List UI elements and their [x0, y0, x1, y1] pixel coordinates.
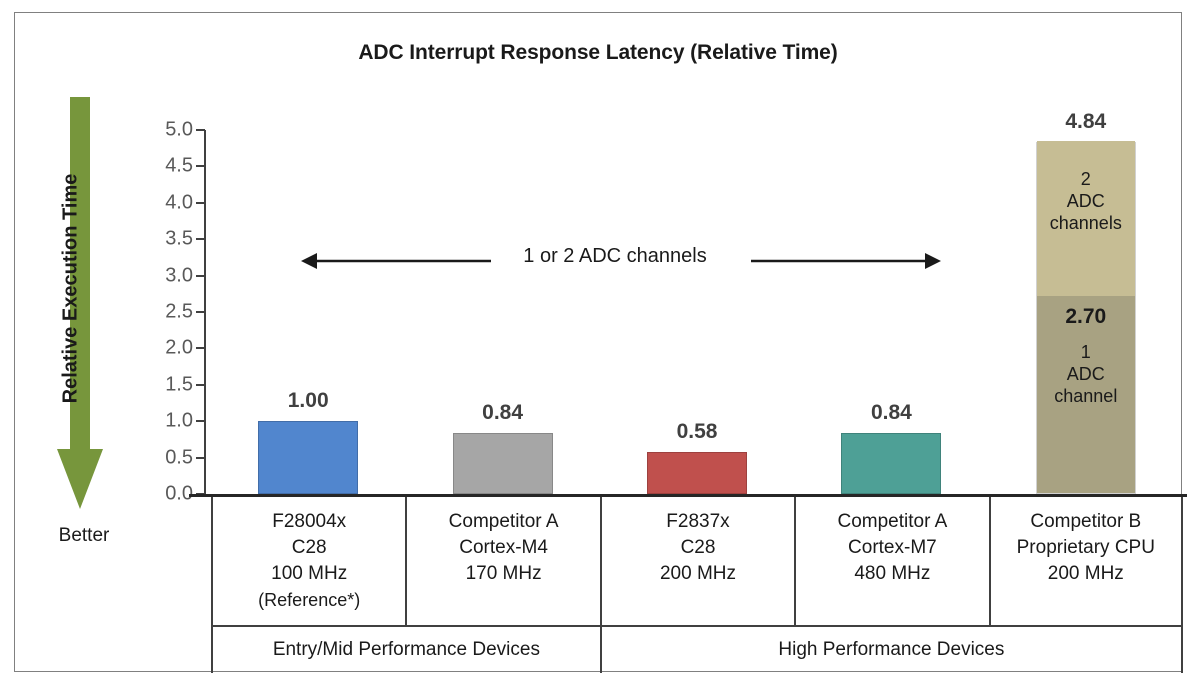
group-label-entry-mid: Entry/Mid Performance Devices [211, 627, 600, 673]
adc-channels-annotation-arrows [301, 241, 941, 281]
category-label-competitor-a-m4: Competitor A Cortex-M4 170 MHz [405, 497, 599, 627]
category-label-line: 200 MHz [659, 563, 736, 584]
segment-value-label: 2.70 [1065, 305, 1107, 329]
category-label-line: F2837x [666, 511, 730, 532]
bar-value-label: 4.84 [1065, 109, 1107, 133]
category-label-line: Competitor B [1030, 511, 1142, 532]
bar-segment-two-adc-channels [1036, 140, 1135, 297]
category-label-competitor-b: Competitor B Proprietary CPU 200 MHz [988, 497, 1183, 627]
bar-value-label: 0.58 [676, 419, 718, 443]
y-axis-tick-label: 2.0 [165, 336, 193, 359]
y-axis-title: Relative Execution Time [59, 173, 82, 404]
segment-label-line: ADC [1066, 190, 1105, 211]
category-label-line: Proprietary CPU [1016, 537, 1155, 558]
category-label-line: F28004x [272, 511, 347, 532]
bar-f2837x [647, 451, 747, 494]
x-axis-line [189, 494, 1187, 497]
y-axis-tick-mark [196, 129, 205, 131]
y-axis-tick-label: 4.0 [165, 191, 193, 214]
y-axis-tick-label: 1.0 [165, 409, 193, 432]
category-label-line: 480 MHz [854, 563, 931, 584]
y-axis-tick-mark [196, 383, 205, 386]
category-label-line: Competitor A [837, 511, 948, 532]
y-axis-tick-mark [196, 201, 205, 204]
y-axis-tick-mark [196, 420, 205, 423]
y-axis-tick-label: 0.0 [165, 482, 193, 505]
y-axis-tick-label: 0.5 [165, 446, 193, 469]
y-axis-ticks: 5.0 4.5 4.0 3.5 3.0 2.5 2.0 1.5 1.0 0.5 0.0 [135, 119, 205, 505]
y-axis-tick-mark [196, 238, 205, 241]
category-label-line: Cortex-M7 [848, 537, 937, 558]
bar-competitor-b [1035, 140, 1136, 494]
group-labels-row: Entry/Mid Performance Devices High Perfor… [211, 627, 1183, 673]
category-label-line: 200 MHz [1047, 563, 1124, 584]
group-label-text: High Performance Devices [778, 639, 1005, 660]
group-label-text: Entry/Mid Performance Devices [272, 639, 540, 660]
y-axis-tick-mark [196, 165, 205, 168]
segment-label-line: 2 [1080, 168, 1091, 189]
category-label-line: 100 MHz [271, 563, 348, 584]
bar-competitor-a-m4 [452, 432, 553, 494]
category-label-line: 170 MHz [465, 563, 542, 584]
adc-channels-annotation-text: 1 or 2 ADC channels [523, 245, 707, 267]
chart-frame: ADC Interrupt Response Latency (Relative… [14, 12, 1187, 673]
bar-value-label: 1.00 [287, 389, 329, 413]
chart-title: ADC Interrupt Response Latency (Relative… [358, 41, 838, 64]
y-axis-tick-mark [196, 347, 205, 350]
bar-value-label: 0.84 [482, 400, 524, 424]
y-axis-tick-label: 3.0 [165, 264, 193, 287]
y-axis-tick-label: 2.5 [165, 300, 193, 323]
group-label-high-performance: High Performance Devices [599, 627, 1183, 673]
category-label-line: Cortex-M4 [459, 537, 548, 558]
segment-label-line: ADC [1066, 364, 1105, 385]
y-axis-tick-mark [196, 311, 205, 313]
better-label: Better [58, 525, 110, 546]
category-label-line: C28 [680, 537, 716, 558]
bar-segment-one-adc-channel [1036, 296, 1135, 493]
category-group-divider [211, 625, 1183, 627]
segment-label-line: channels [1049, 212, 1122, 233]
y-axis-line [204, 130, 206, 496]
segment-label-line: channel [1054, 386, 1118, 407]
y-axis-tick-label: 1.5 [165, 373, 193, 396]
y-axis-tick-label: 3.5 [165, 227, 193, 250]
category-label-competitor-a-m7: Competitor A Cortex-M7 480 MHz [794, 497, 988, 627]
bar-value-label: 0.84 [870, 400, 912, 424]
y-axis-tick-mark [196, 274, 205, 277]
category-label-line: Competitor A [448, 511, 559, 532]
bar-f28004x [258, 421, 359, 494]
segment-label-line: 1 [1080, 342, 1091, 363]
bar-competitor-a-m7 [841, 432, 942, 494]
y-axis-tick-label: 4.5 [165, 154, 193, 177]
better-arrow-icon [57, 97, 103, 509]
category-reference-note: (Reference*) [258, 590, 361, 610]
y-axis-tick-label: 5.0 [165, 118, 193, 141]
y-axis-tick-mark [196, 456, 205, 459]
category-label-line: C28 [291, 537, 327, 558]
